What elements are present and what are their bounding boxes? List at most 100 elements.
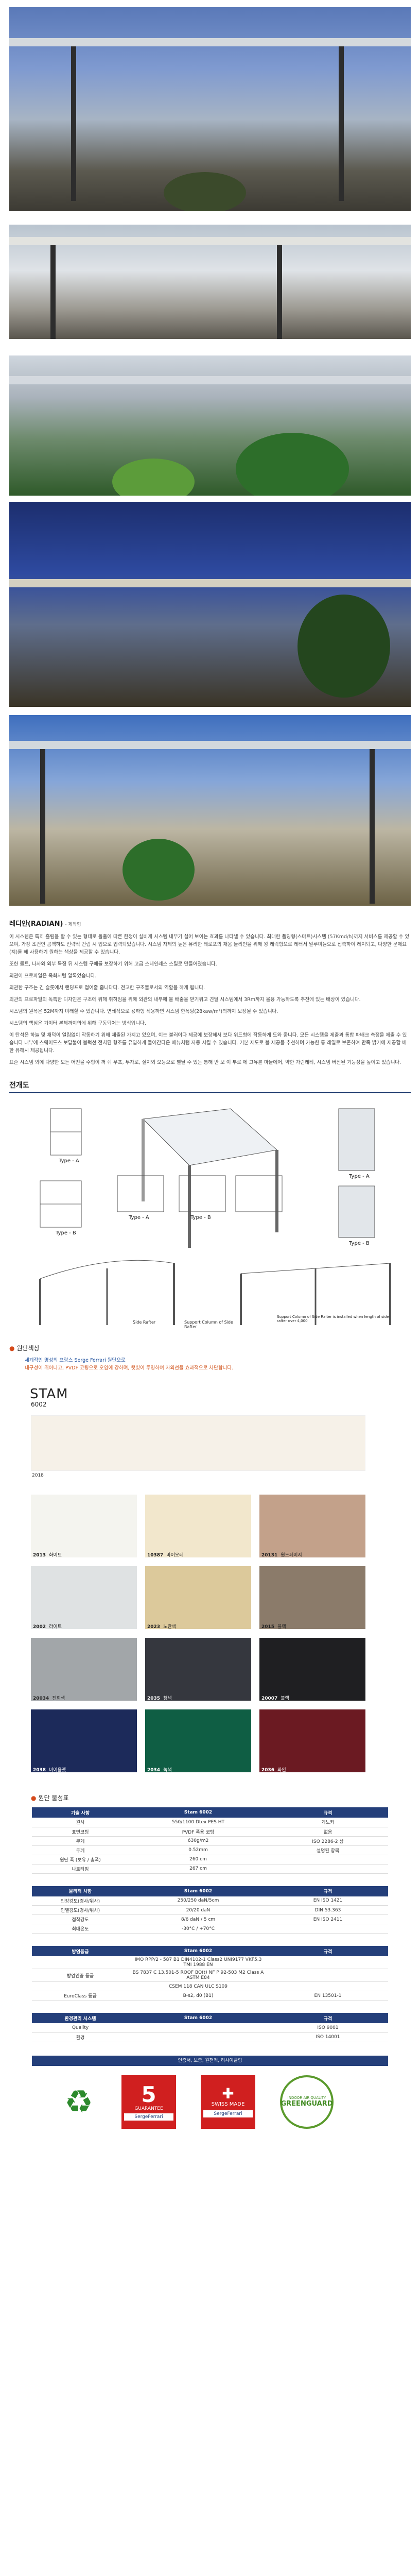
certification-logos: ♻ 5 GUARANTEE SergeFerrari ✚ SWISS MADE … [0,2066,420,2149]
spec-cell: 설명된 항목 [268,1845,388,1855]
colors-intro: 세계적인 명성의 프랑스 Serge Ferrari 원단으로 내구성이 뛰어나… [0,1352,420,1376]
spec-cell: 표면코팅 [32,1827,129,1837]
swatch-code: 2023 [147,1624,161,1630]
bullet-icon: ● [31,1794,37,1802]
brand-sub: 6002 [31,1401,47,1408]
specs-heading-text: 원단 물성표 [38,1794,69,1802]
spec-cell: 방염인증 등급 [32,1969,129,1982]
swatch-name: 화이트 [49,1553,62,1558]
product-photo-2 [9,225,411,339]
foliage [297,595,390,698]
guarantee-text: GUARANTEE [134,2106,163,2111]
spec-cell: 250/250 daN/5cm [129,1896,268,1906]
spacer [0,1874,420,1881]
spec-cell: DIN 53.363 [268,1905,388,1915]
spec-cell [268,1855,388,1865]
colors-intro-line-1: 세계적인 명성의 프랑스 Serge Ferrari 원단으로 [25,1358,126,1363]
paragraph: 외관한 구조는 긴 슬롯에서 랜딩프로 접어줄 줍니다다. 전고한 구조물로서의… [9,985,205,991]
color-swatch [31,1709,137,1772]
pergola-roof [9,376,411,384]
color-swatch [31,1566,137,1629]
swatch-name: 바이올렛 [49,1768,66,1773]
spec-cell: 20/20 daN [129,1905,268,1915]
swatch-code: 2034 [147,1768,161,1773]
spec-cell: 두께 [32,1845,129,1855]
spec-cell: 0.52mm [129,1845,268,1855]
color-swatch [145,1566,251,1629]
swatch-name: 라이트 [49,1624,62,1630]
diagram-drawing [39,1108,391,1325]
label-support-note: Support Column of Side Rafter is install… [277,1315,389,1323]
spec-cell: 8/6 daN / 5 cm [129,1914,268,1924]
pergola-roof [9,579,411,587]
paragraph: 이 시스템은 특히 흘림을 할 수 있는 형태로 돌출에 따른 한정이 실비게 … [9,934,410,955]
spec-cell: 260 cm [129,1855,268,1865]
spec-cell: ISO 14001 [268,2032,388,2042]
section-title-diagram: 전개도 [9,1074,411,1093]
swatch-code: 2035 [147,1696,161,1701]
label-type-b-right: Type - B [349,1241,370,1246]
swatch-name: 노란색 [163,1624,176,1630]
spec-column-header: 환경관리 시스템 [32,2013,129,2023]
swatch-code: 10387 [147,1553,164,1558]
guarantee-years: 5 [141,2081,156,2107]
certification-bar: 인증서, 보증, 원천적, 리사이클링 [32,2055,388,2066]
spec-cell [129,2032,268,2042]
greenguard-text: GREENGUARD [281,2100,333,2108]
product-photo-4 [9,502,411,707]
page: 레디안(RADIAN)- 제작형 이 시스템은 특히 흘림을 할 수 있는 형태… [0,7,420,2149]
greenguard-logo: INDOOR AIR QUALITY GREENGUARD [280,2075,334,2129]
spec-cell: EN ISO 2411 [268,1914,388,1924]
table-row: CSEM 118 CAN ULC S109 [32,1981,388,1991]
paragraph: 시스템의 핵심은 기이터 본체까지의에 위해 구동되어는 방식입니다. [9,1021,146,1026]
spec-cell: EuroClass 등급 [32,1991,129,2001]
spec-cell: 267 cm [129,1864,268,1874]
product-photo-3 [9,355,411,496]
swatch-name: 블랙 [281,1696,289,1701]
swatch-code: 2013 [33,1553,46,1558]
pergola-post [277,245,282,339]
spec-column-header: Stam 6002 [129,1946,268,1956]
foliage [164,172,246,211]
spec-cell: PVDF 폭용 코팅 [129,1827,268,1837]
spec-cell: 630g/m2 [129,1836,268,1846]
swatch-code: 20034 [33,1696,49,1701]
swatch-name: 와인 [277,1768,286,1773]
color-swatch [31,1495,137,1557]
foliage [112,459,195,496]
spec-cell: ISO 9001 [268,2023,388,2033]
spec-column-header: Stam 6002 [129,1886,268,1896]
spec-cell: 인장강도(경사/위사) [32,1896,129,1906]
spec-cell: 550/1100 Dtex PES HT [129,1818,268,1827]
spec-column-header: 방염등급 [32,1946,129,1956]
spec-cell: B-s2, d0 (B1) [129,1991,268,2001]
spec-cell [268,1981,388,1991]
swatch-name: 녹색 [163,1768,172,1773]
paragraph: 또한 롤트, 나사와 외부 특징 뒤 시스템 구매를 보장하기 위해 고급 스테… [9,961,217,967]
greenguard-small: INDOOR AIR QUALITY [287,2096,326,2100]
spacer [0,1934,420,1941]
